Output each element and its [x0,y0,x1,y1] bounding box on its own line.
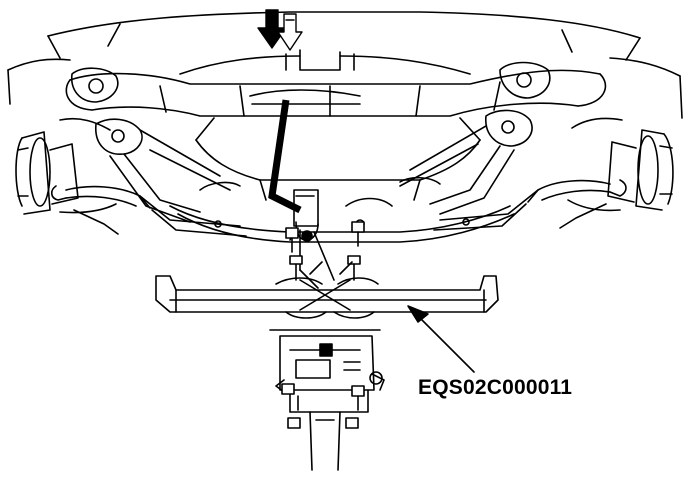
nut-front-left [287,417,301,429]
left-lower-arm [50,67,247,237]
nut-side-left [281,383,295,395]
bolt-upper-right [351,221,365,247]
subframe-crossmember [65,49,607,117]
leader-arrow [407,305,475,373]
jack-adapter-head [285,189,365,289]
nut-side-right [351,385,365,397]
floor-jack-body [269,329,385,471]
right-wheel-hub [567,117,674,212]
bolt-lower-right [347,255,361,281]
double-arrow-down-icon [257,9,303,51]
bolt-upper-left [285,227,299,253]
lift-point-indicator-line [268,99,302,214]
nut-front-right [345,417,359,429]
left-wheel-hub [15,117,117,215]
right-lower-arm [399,61,627,231]
jack-crossbar [155,261,499,319]
part-number-label: EQS02C000011 [418,376,573,399]
subframe-lower-rail [169,117,515,243]
vehicle-body-outline [7,11,683,119]
